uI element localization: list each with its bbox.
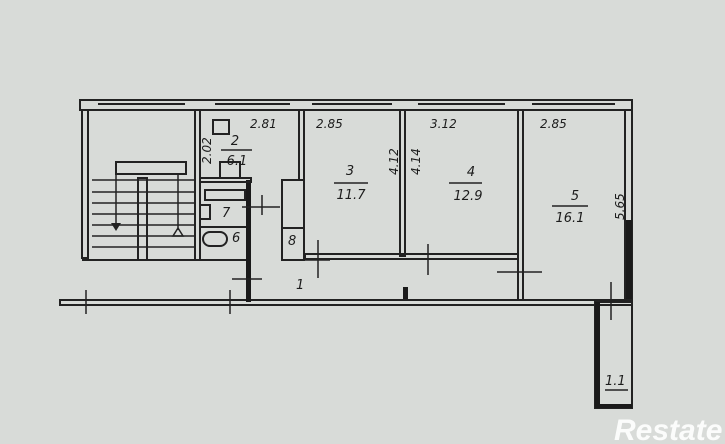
- room6-number: 6: [232, 231, 240, 246]
- room3-area: 11.7: [337, 188, 367, 203]
- room4-depth: 4.14: [409, 148, 423, 175]
- room8-number: 8: [288, 234, 296, 249]
- room2-number: 2: [231, 134, 239, 149]
- room3-depth: 4.12: [387, 148, 401, 175]
- room7-number: 7: [222, 206, 231, 221]
- labels: 2.81 2.85 3.12 2.85 2.02 4.12 4.14 5.65 …: [200, 117, 628, 391]
- walls: [59, 99, 633, 409]
- room5-number: 5: [571, 189, 579, 204]
- room4-number: 4: [467, 165, 475, 180]
- room4-area: 12.9: [454, 189, 483, 204]
- room3-width: 2.85: [316, 117, 343, 131]
- room2-area: 6.1: [227, 154, 248, 169]
- room2-width: 2.81: [250, 117, 277, 131]
- room1-number: 1: [296, 278, 304, 293]
- watermark-logo: Restate: [614, 414, 722, 444]
- room5-depth: 5.65: [613, 193, 627, 220]
- room2-depth: 2.02: [200, 137, 214, 164]
- room5-width: 2.85: [540, 117, 567, 131]
- room4-width: 3.12: [430, 117, 457, 131]
- balcony-area: 1.1: [605, 374, 626, 389]
- room5-area: 16.1: [556, 211, 585, 226]
- room3-number: 3: [346, 164, 354, 179]
